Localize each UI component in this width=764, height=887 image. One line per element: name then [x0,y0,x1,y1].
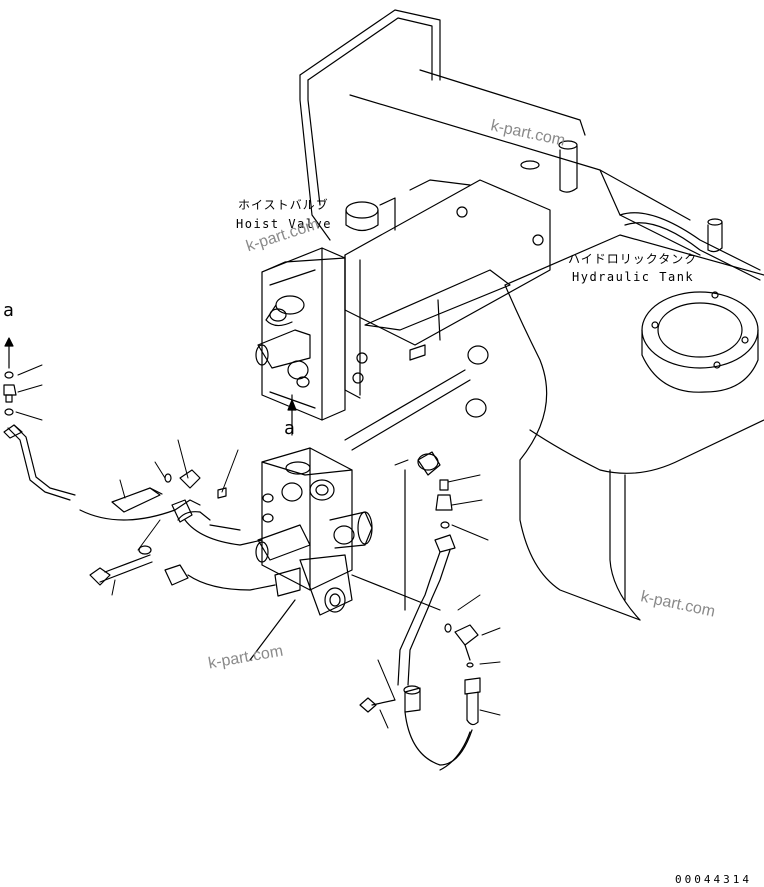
solenoid-valve-block [255,447,373,616]
fittings-left [3,337,227,586]
part-code: 00044314 [675,873,752,886]
pipe-lines [249,369,471,661]
hoist-valve-label-en: Hoist Valve [236,217,332,231]
wiring-harness-left [3,424,276,591]
leader-lines [15,364,501,729]
hoist-valve-label-jp: ホイストバルブ [238,198,329,212]
hoist-valve-body [255,247,346,421]
reference-mark-a-mid: a [284,418,295,439]
hydraulic-tank-label-en: Hydraulic Tank [572,270,695,284]
frame-bracket [299,9,761,281]
hydraulic-tank [504,234,764,621]
fittings-right [359,345,489,771]
reference-mark-a-top: a [3,300,14,321]
valve-mount-plate [344,179,551,399]
hydraulic-tank-label-jp: ハイドロリックタンク [568,252,698,266]
